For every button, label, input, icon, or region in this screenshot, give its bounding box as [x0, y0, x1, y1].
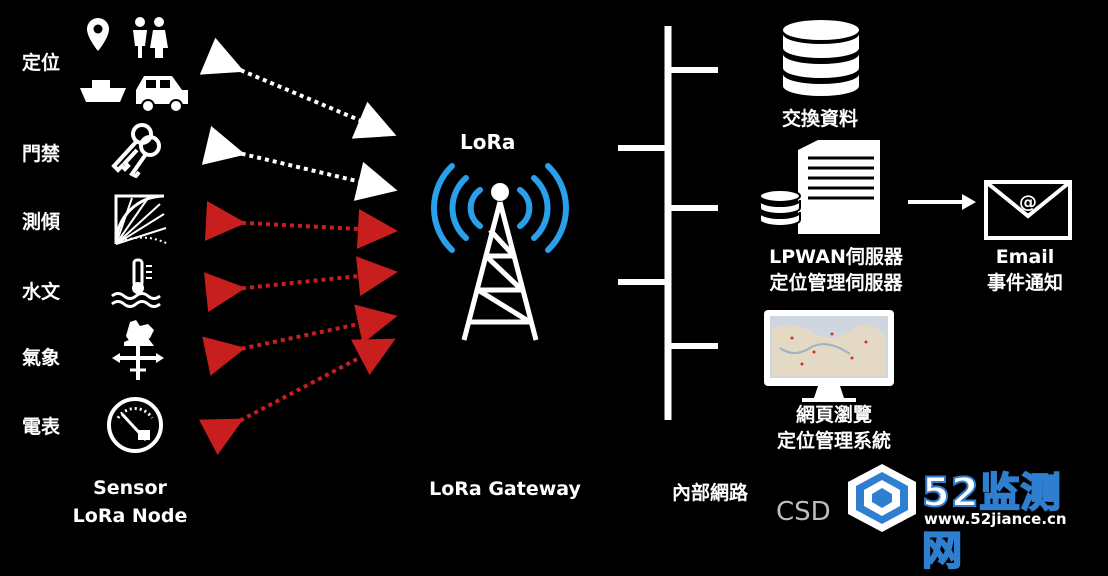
- csdn-watermark: CSD: [776, 497, 831, 527]
- weather-vane-icon: [112, 320, 164, 380]
- email-caption-line2: 事件通知: [986, 272, 1063, 294]
- server-caption-line2: 定位管理伺服器: [769, 272, 903, 294]
- email-envelope-icon: @: [984, 180, 1072, 240]
- email-at-symbol: @: [1019, 192, 1037, 213]
- sensor-caption-line1: Sensor: [93, 477, 167, 499]
- database-icon: [783, 20, 859, 96]
- monitor-caption-line1: 網頁瀏覽: [795, 404, 872, 426]
- network-caption: 內部網路: [672, 482, 749, 504]
- monitor-map-icon: [764, 310, 894, 402]
- network-bus: [618, 26, 718, 420]
- monitor-caption-line2: 定位管理系統: [776, 430, 891, 452]
- link-arrow-2: [204, 200, 398, 249]
- email-caption-line1: Email: [995, 246, 1055, 268]
- lora-badge: LoRa: [460, 130, 516, 154]
- link-arrow-4: [202, 304, 398, 376]
- monitor-caption: 網頁瀏覽 定位管理系統: [734, 402, 934, 454]
- sensor-caption-line2: LoRa Node: [72, 505, 188, 527]
- link-arrow-0: [199, 37, 397, 139]
- server-to-email-arrow: [908, 194, 976, 210]
- database-caption: 交換資料: [781, 108, 858, 130]
- email-caption: Email 事件通知: [960, 244, 1090, 296]
- sensor-label-access-control: 門禁: [22, 143, 61, 165]
- sensor-label-hydrology: 水文: [22, 281, 61, 303]
- sensor-links: [198, 37, 398, 456]
- sensor-label-meter: 電表: [22, 416, 61, 438]
- gateway-caption: LoRa Gateway: [429, 478, 581, 500]
- sensor-caption: Sensor LoRa Node: [30, 474, 230, 530]
- server-caption-line1: LPWAN伺服器: [769, 246, 903, 268]
- sensor-label-tilt: 測傾: [22, 211, 61, 233]
- server-icon: [759, 140, 880, 234]
- location-people-vehicles-icon: [80, 17, 188, 112]
- gateway-tower-icon: [431, 163, 569, 341]
- sensor-label-positioning: 定位: [22, 52, 61, 74]
- brand-url: www.52jiance.cn: [924, 510, 1067, 528]
- keys-icon: [111, 123, 161, 178]
- tilt-gauge-icon: [114, 194, 169, 245]
- brand-logo-icon: [848, 464, 916, 532]
- water-level-icon: [111, 258, 161, 308]
- brand-watermark: 52监测网 www.52jiance.cn: [844, 452, 1098, 575]
- sensor-label-weather: 氣象: [22, 347, 61, 369]
- link-arrow-1: [201, 125, 398, 201]
- electric-meter-icon: [107, 397, 163, 453]
- link-arrow-3: [204, 256, 398, 312]
- link-arrow-5: [198, 338, 396, 456]
- server-caption: LPWAN伺服器 定位管理伺服器: [736, 244, 936, 296]
